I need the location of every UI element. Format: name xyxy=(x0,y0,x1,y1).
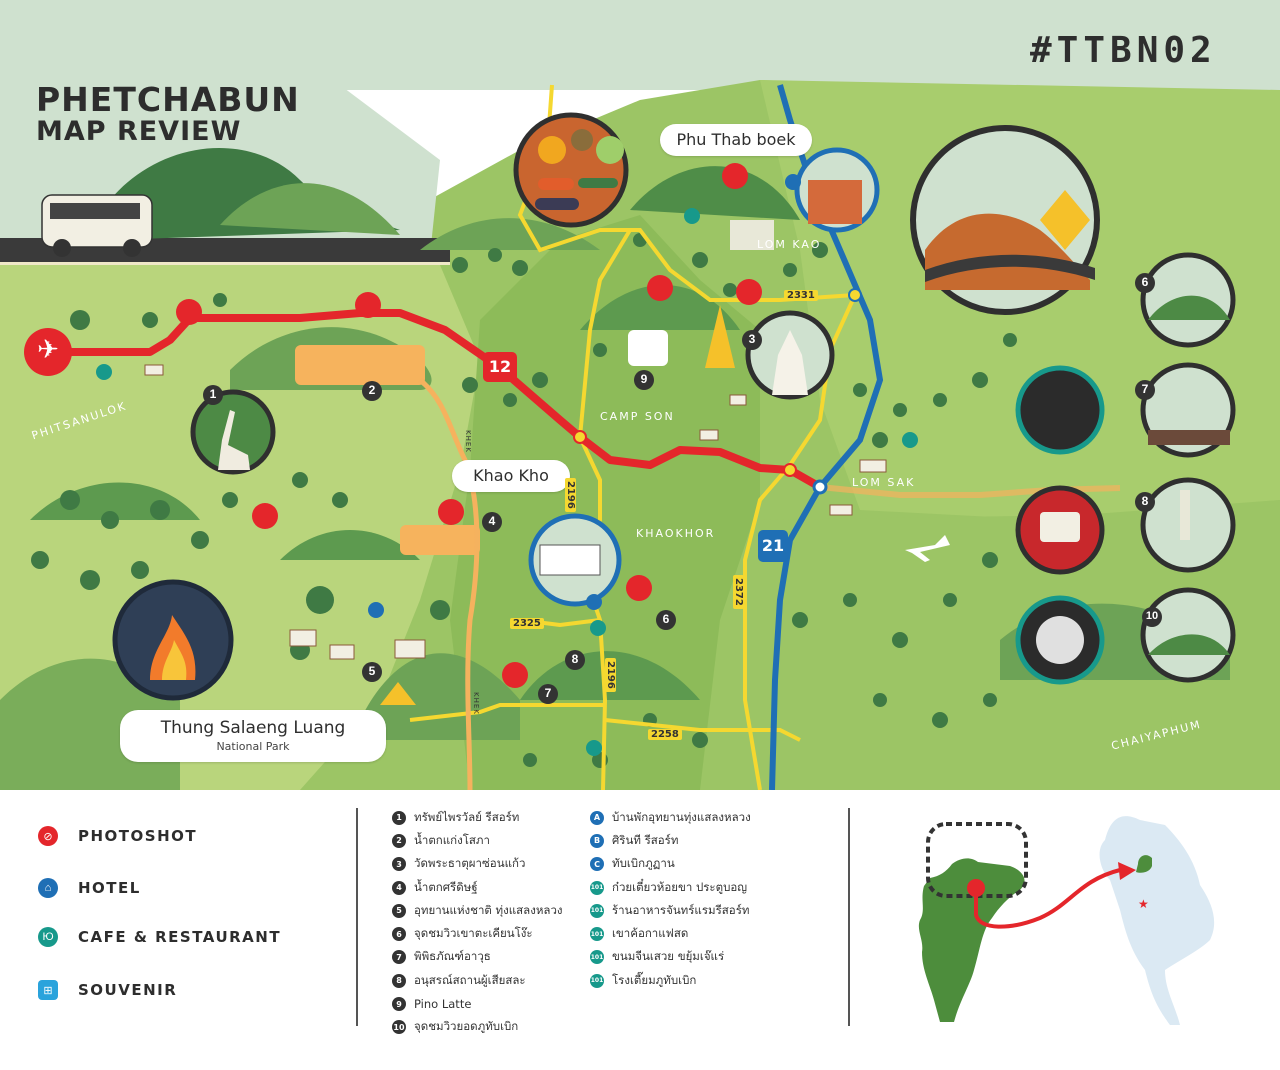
map-marker-6[interactable]: 6 xyxy=(662,612,670,626)
map-marker-9[interactable]: 9 xyxy=(640,372,648,386)
legend-photoshot-label: PHOTOSHOT xyxy=(78,827,198,845)
side-marker-8[interactable]: 8 xyxy=(1141,494,1149,508)
map-marker-7[interactable]: 7 xyxy=(544,686,552,700)
road-shield-21: 21 xyxy=(761,536,785,555)
map-marker-2[interactable]: 2 xyxy=(368,383,376,397)
map-marker-4[interactable]: 4 xyxy=(488,514,496,528)
road-label-2325: 2325 xyxy=(510,618,544,629)
house-icon: ⌂ xyxy=(38,878,58,898)
legend-souvenir: ⊞ SOUVENIR xyxy=(38,980,177,1000)
divider-right xyxy=(848,808,850,1026)
side-marker-6[interactable]: 6 xyxy=(1141,275,1149,289)
map-marker-8[interactable]: 8 xyxy=(571,652,579,666)
label-lom-kao: LOM KAO xyxy=(757,238,822,251)
callout-thung-salaeng-luang: Thung Salaeng Luang National Park xyxy=(120,710,386,762)
hashtag: #TTBN02 xyxy=(1030,30,1217,71)
label-khaokhor: KHAOKHOR xyxy=(636,527,716,540)
road-label-2196-north: 2196 xyxy=(565,478,576,512)
label-khek-north: KHEK xyxy=(464,430,472,453)
side-marker-7[interactable]: 7 xyxy=(1141,382,1149,396)
legend-hotel-label: HOTEL xyxy=(78,879,141,897)
road-shield-12: 12 xyxy=(488,357,512,376)
legend-cafe-label: CAFE & RESTAURANT xyxy=(78,928,282,946)
locator-arrow xyxy=(974,868,1121,929)
thailand-locator-map: ★ xyxy=(918,816,1215,1025)
capital-star-icon: ★ xyxy=(1138,897,1149,911)
map-marker-1[interactable]: 1 xyxy=(209,387,217,401)
callout-khao-kho: Khao Kho xyxy=(452,460,570,492)
province-highlight xyxy=(1136,855,1152,873)
phetchabun-province xyxy=(918,858,1025,1022)
thailand-outline xyxy=(1099,816,1215,1025)
legend-hotel: ⌂ HOTEL xyxy=(38,878,141,898)
road-label-2258: 2258 xyxy=(648,729,682,740)
map-illustration xyxy=(0,0,1280,790)
camera-icon: ⊘ xyxy=(38,826,58,846)
map-title-line1: PHETCHABUN xyxy=(36,80,300,119)
callout-park-name: Thung Salaeng Luang xyxy=(160,718,346,738)
gift-grid-icon: ⊞ xyxy=(38,980,58,1000)
label-lom-sak: LOM SAK xyxy=(852,476,916,489)
callout-phu-thab-boek: Phu Thab boek xyxy=(660,124,812,156)
arrow-head-icon xyxy=(1118,862,1136,880)
map-marker-10[interactable]: 10 xyxy=(1145,610,1159,622)
legend-souvenir-label: SOUVENIR xyxy=(78,981,178,999)
legend-cafe: Ю CAFE & RESTAURANT xyxy=(38,927,281,947)
road-label-2372: 2372 xyxy=(733,575,744,609)
road-label-2331: 2331 xyxy=(784,290,818,301)
map-marker-5[interactable]: 5 xyxy=(368,664,376,678)
map-marker-3[interactable]: 3 xyxy=(748,332,756,346)
callout-park-type: National Park xyxy=(216,740,290,753)
legend-photoshot: ⊘ PHOTOSHOT xyxy=(38,826,197,846)
airplane-icon: ✈ xyxy=(37,334,59,364)
label-khek-south: KHEK xyxy=(472,692,480,715)
map-title-line2: MAP REVIEW xyxy=(36,116,242,147)
label-camp-son: CAMP SON xyxy=(600,410,675,423)
road-label-2196-south: 2196 xyxy=(605,658,616,692)
divider-left xyxy=(356,808,358,1026)
restaurant-icon: Ю xyxy=(38,927,58,947)
